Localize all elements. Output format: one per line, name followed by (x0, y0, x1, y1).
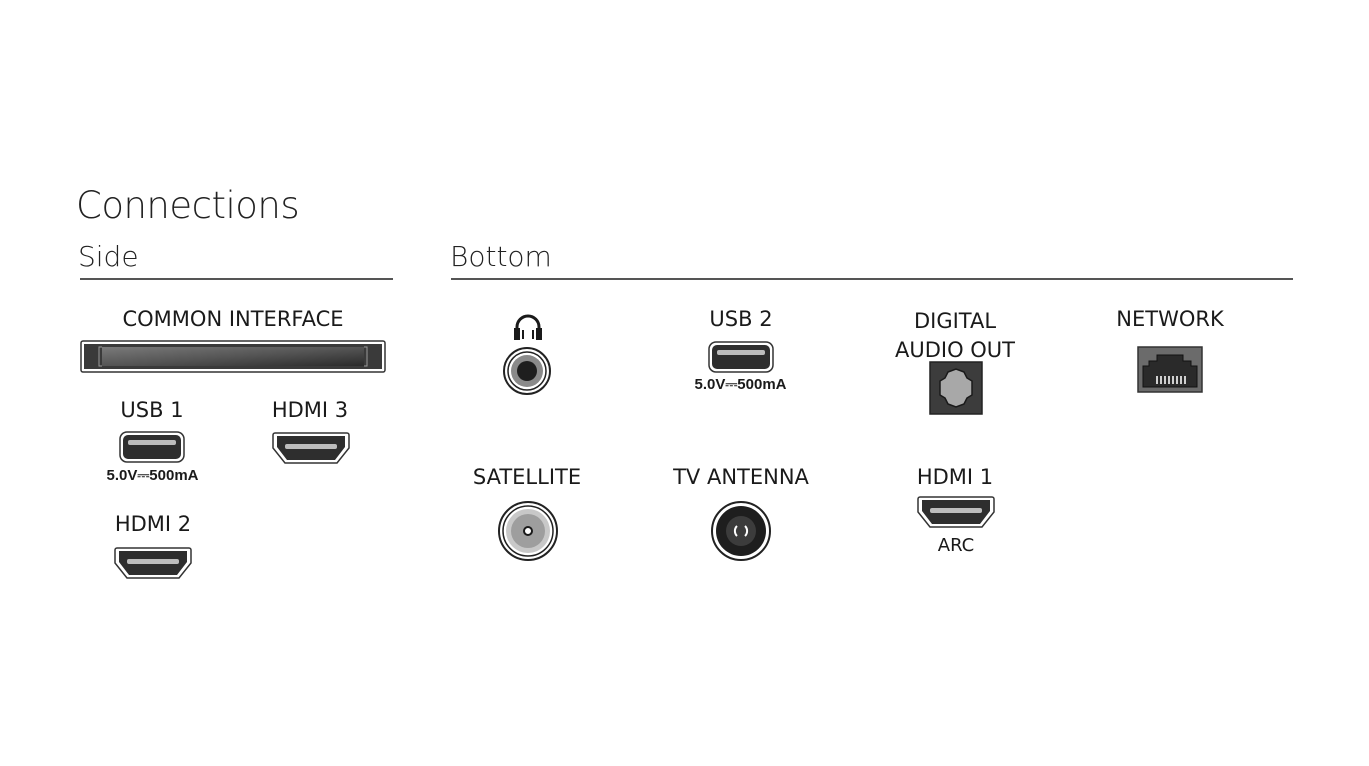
hdmi-port-icon (916, 495, 996, 529)
usb-port-icon (708, 341, 774, 373)
digital-audio-out-label-line2: AUDIO OUT (894, 338, 1016, 362)
hdmi1-label: HDMI 1 (916, 465, 994, 489)
ci-slot-icon (80, 340, 386, 373)
headphone-jack-icon (502, 346, 552, 396)
usb2-power-spec: 5.0V⎓500mA (694, 376, 787, 393)
optical-port-icon (929, 361, 983, 415)
hdmi2-label: HDMI 2 (114, 512, 192, 536)
usb2-label: USB 2 (709, 307, 773, 331)
hdmi3-label: HDMI 3 (271, 398, 349, 422)
digital-audio-out-label: DIGITAL AUDIO OUT (880, 307, 1030, 365)
usb1-label: USB 1 (120, 398, 184, 422)
hdmi-port-icon (113, 546, 193, 580)
hdmi-port-icon (271, 431, 351, 465)
ethernet-port-icon (1137, 346, 1203, 393)
usb-port-icon (119, 431, 185, 463)
side-section-divider (80, 278, 393, 280)
side-section-heading: Side (78, 240, 139, 273)
headphone-icon (511, 313, 545, 341)
usb1-power-spec: 5.0V⎓500mA (106, 467, 199, 484)
tv-antenna-label: TV ANTENNA (673, 465, 809, 489)
digital-audio-out-label-line1: DIGITAL (913, 309, 997, 333)
satellite-connector-icon (497, 500, 559, 562)
common-interface-label: COMMON INTERFACE (122, 307, 344, 331)
antenna-connector-icon (710, 500, 772, 562)
network-label: NETWORK (1116, 307, 1224, 331)
satellite-label: SATELLITE (472, 465, 582, 489)
hdmi1-arc-label: ARC (937, 535, 975, 556)
bottom-section-divider (451, 278, 1293, 280)
bottom-section-heading: Bottom (450, 240, 552, 273)
page-title: Connections (76, 184, 300, 227)
